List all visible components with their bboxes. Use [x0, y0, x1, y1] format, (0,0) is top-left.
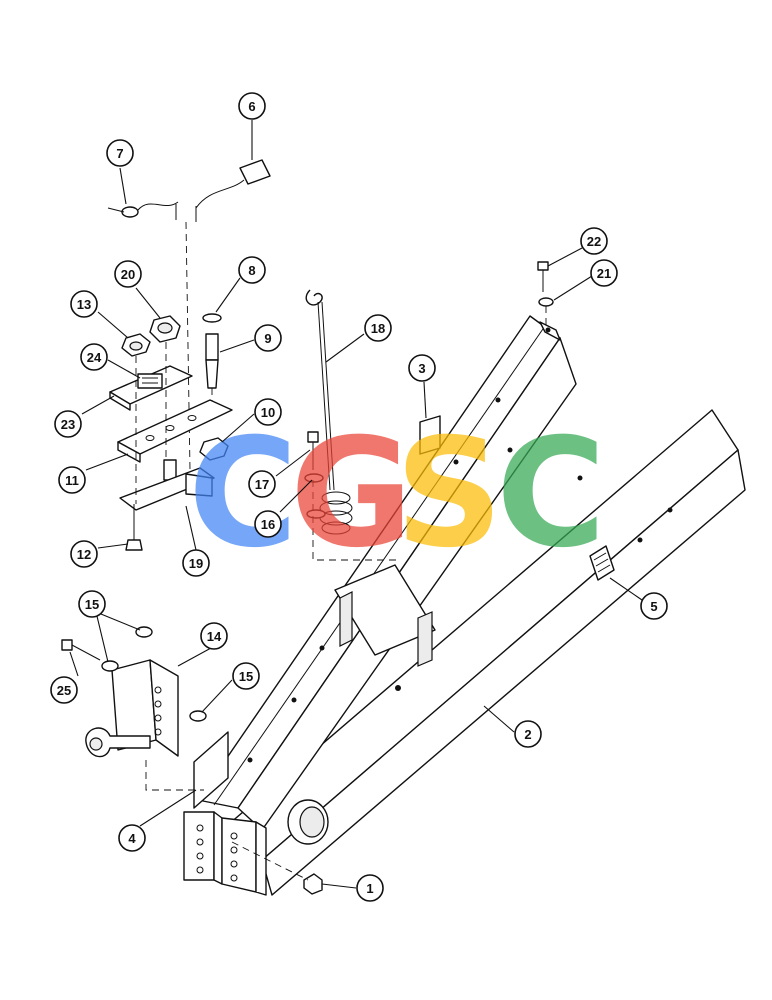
callout-12: 12 [70, 540, 98, 568]
callout-2: 2 [514, 720, 542, 748]
callout-1: 1 [356, 874, 384, 902]
callout-circle [78, 590, 106, 618]
leader-lines [69, 120, 643, 889]
callout-8: 8 [238, 256, 266, 284]
callout-11: 11 [58, 466, 86, 494]
callout-19: 19 [182, 549, 210, 577]
callout-22: 22 [580, 227, 608, 255]
jack-bracket-assembly [61, 626, 207, 791]
callout-15: 15 [78, 590, 106, 618]
callout-circle [238, 92, 266, 120]
callout-number: 21 [597, 266, 611, 281]
watermark-letter: C [496, 407, 606, 581]
callout-number: 22 [587, 234, 601, 249]
callout-circle [248, 470, 276, 498]
callout-circle [640, 592, 668, 620]
callout-number: 4 [128, 831, 136, 846]
callout-14: 14 [200, 622, 228, 650]
callout-15: 15 [232, 662, 260, 690]
callout-circle [580, 227, 608, 255]
callout-circle [364, 314, 392, 342]
callout-number: 2 [524, 727, 531, 742]
callout-21: 21 [590, 259, 618, 287]
callout-circle [590, 259, 618, 287]
callout-number: 20 [121, 267, 135, 282]
callout-circle [238, 256, 266, 284]
callout-17: 17 [248, 470, 276, 498]
callout-number: 13 [77, 297, 91, 312]
callout-circle [182, 549, 210, 577]
callout-circle [254, 324, 282, 352]
callout-number: 3 [418, 361, 425, 376]
hitch-frame [183, 315, 746, 896]
callout-circle [232, 662, 260, 690]
callout-4: 4 [118, 824, 146, 852]
watermark-letter: C [188, 407, 298, 581]
callout-20: 20 [114, 260, 142, 288]
callout-number: 1 [366, 881, 373, 896]
callout-9: 9 [254, 324, 282, 352]
callout-circle [106, 139, 134, 167]
callout-number: 15 [239, 669, 253, 684]
callout-number: 18 [371, 321, 385, 336]
callout-circle [254, 510, 282, 538]
callout-6: 6 [238, 92, 266, 120]
watermark-letter: G [290, 407, 413, 581]
callout-5: 5 [640, 592, 668, 620]
callout-circle [80, 343, 108, 371]
lock-assembly [107, 159, 271, 551]
callout-number: 5 [650, 599, 657, 614]
callout-number: 11 [65, 473, 79, 488]
callout-16: 16 [254, 510, 282, 538]
callout-number: 25 [57, 683, 71, 698]
callout-number: 9 [264, 331, 271, 346]
callout-circle [54, 410, 82, 438]
callout-circle [70, 540, 98, 568]
callout-number: 17 [255, 477, 269, 492]
callout-13: 13 [70, 290, 98, 318]
callout-23: 23 [54, 410, 82, 438]
callout-number: 15 [85, 597, 99, 612]
callout-circle [514, 720, 542, 748]
callout-3: 3 [408, 354, 436, 382]
callout-circle [114, 260, 142, 288]
callout-number: 6 [248, 99, 255, 114]
callout-number: 16 [261, 517, 275, 532]
callout-number: 10 [261, 405, 275, 420]
callout-circle [50, 676, 78, 704]
decal-plate [589, 545, 615, 581]
callout-circle [356, 874, 384, 902]
callout-number: 14 [207, 629, 222, 644]
bolt-22 [537, 261, 554, 330]
callout-number: 8 [248, 263, 255, 278]
callout-7: 7 [106, 139, 134, 167]
nut-1 [303, 873, 323, 895]
callout-24: 24 [80, 343, 108, 371]
callout-25: 25 [50, 676, 78, 704]
callout-number: 19 [189, 556, 203, 571]
callout-number: 12 [77, 547, 91, 562]
decal-3 [419, 415, 441, 455]
callout-circle [70, 290, 98, 318]
callout-number: 24 [87, 350, 102, 365]
callout-number: 7 [116, 146, 123, 161]
callout-circle [58, 466, 86, 494]
watermark-letter: S [395, 407, 503, 581]
decal-4 [193, 731, 229, 809]
callout-circle [118, 824, 146, 852]
callout-circle [408, 354, 436, 382]
callout-circle [254, 398, 282, 426]
callout-18: 18 [364, 314, 392, 342]
callout-circle [200, 622, 228, 650]
jack-pin-assembly [304, 289, 400, 561]
nut-1-guide [231, 841, 309, 881]
callout-number: 23 [61, 417, 75, 432]
callout-10: 10 [254, 398, 282, 426]
